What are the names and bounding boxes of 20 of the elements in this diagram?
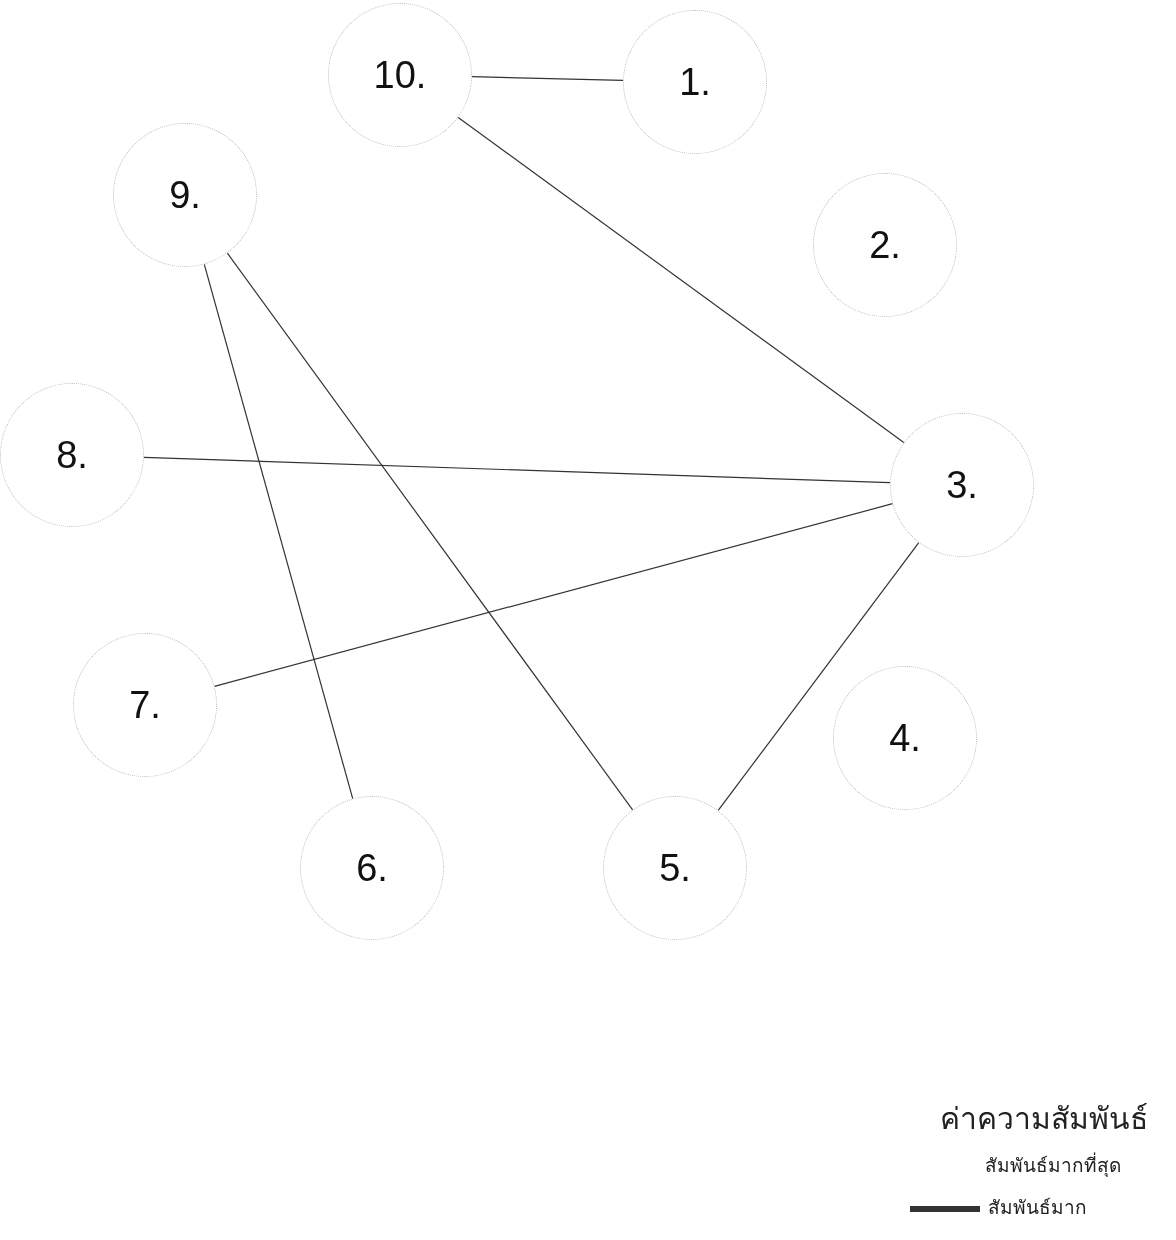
node-label: 5. [659, 846, 691, 890]
connector-line [717, 542, 920, 811]
connector-line [226, 252, 634, 811]
connector-line [457, 116, 905, 444]
node-label: 6. [356, 846, 388, 890]
connector-line [143, 456, 891, 484]
legend-text: สัมพันธ์มาก [988, 1195, 1087, 1220]
node-label: 8. [56, 433, 88, 477]
connector-line [213, 503, 894, 687]
node-label: 7. [129, 683, 161, 727]
node-label: 1. [679, 60, 711, 104]
legend-title: ค่าความสัมพันธ์ [940, 1100, 1148, 1138]
connector-line [471, 76, 624, 81]
node-label: 10. [373, 53, 427, 97]
node-label: 2. [869, 223, 901, 267]
legend-text: สัมพันธ์มากที่สุด [985, 1151, 1121, 1179]
node-label: 3. [946, 463, 978, 507]
node-label: 9. [169, 173, 201, 217]
node-label: 4. [889, 716, 921, 760]
connector-line [203, 263, 354, 800]
